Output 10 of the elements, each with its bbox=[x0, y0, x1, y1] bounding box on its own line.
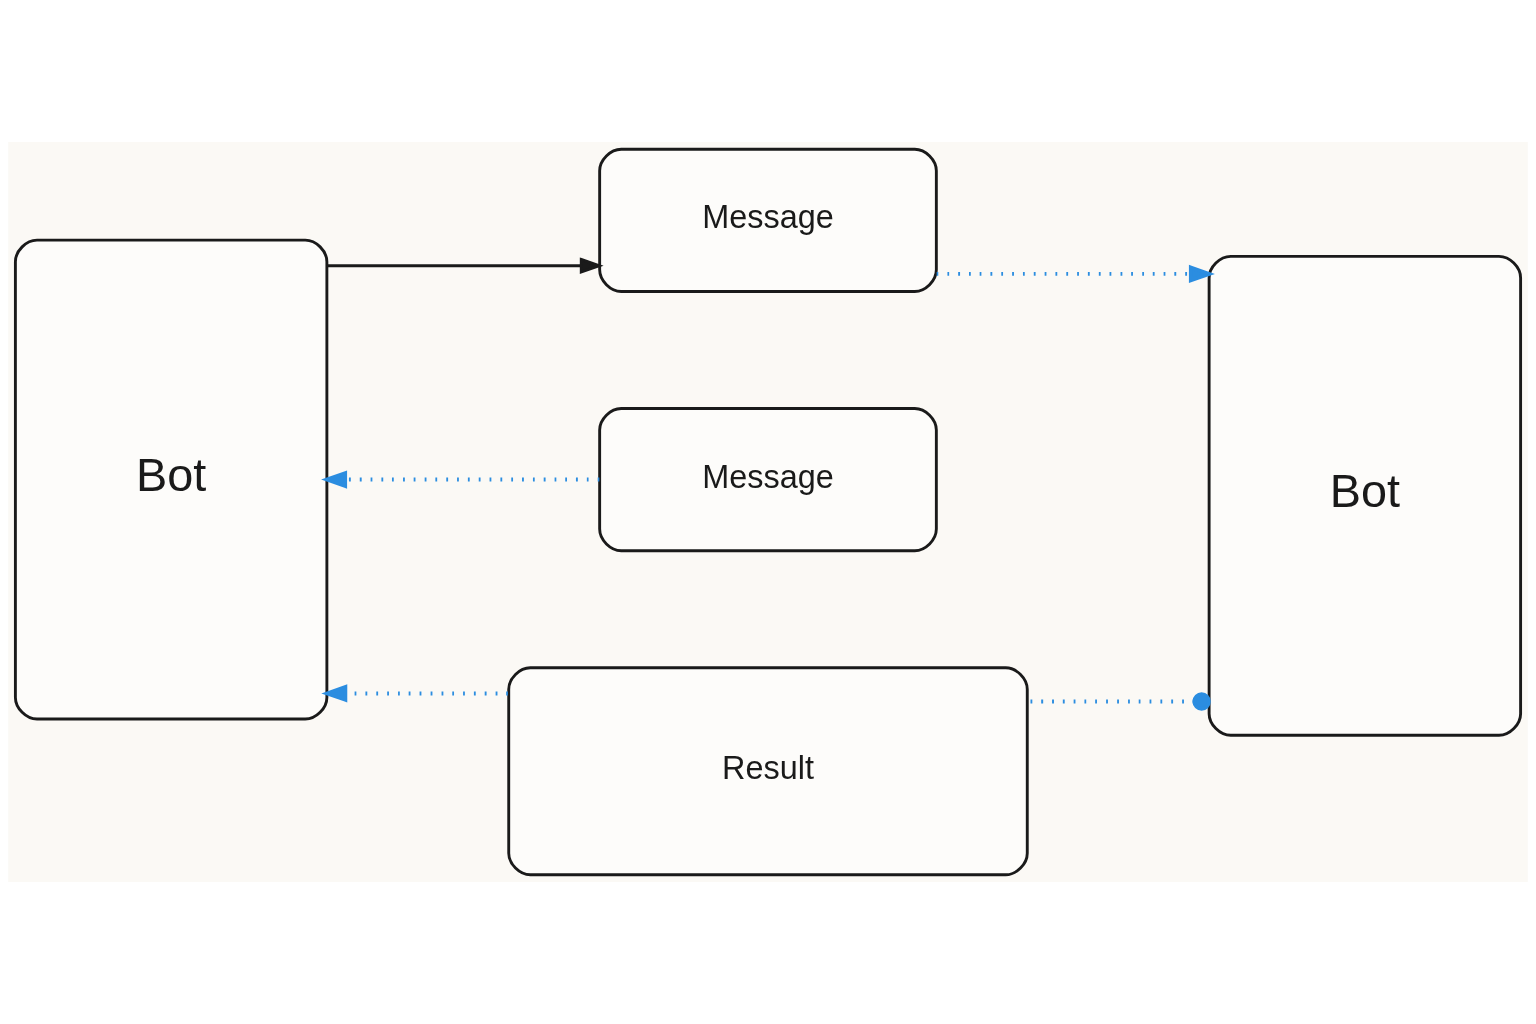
arrow bbox=[327, 257, 604, 275]
connector bbox=[1027, 692, 1211, 711]
node-box: Bot bbox=[1207, 254, 1523, 737]
node-box: Result bbox=[507, 666, 1029, 877]
node-box: Message bbox=[598, 147, 938, 293]
node-box: Message bbox=[598, 407, 938, 553]
arrow bbox=[936, 264, 1215, 283]
arrow bbox=[321, 470, 600, 489]
node-box: Bot bbox=[13, 238, 329, 721]
arrow bbox=[321, 684, 508, 703]
